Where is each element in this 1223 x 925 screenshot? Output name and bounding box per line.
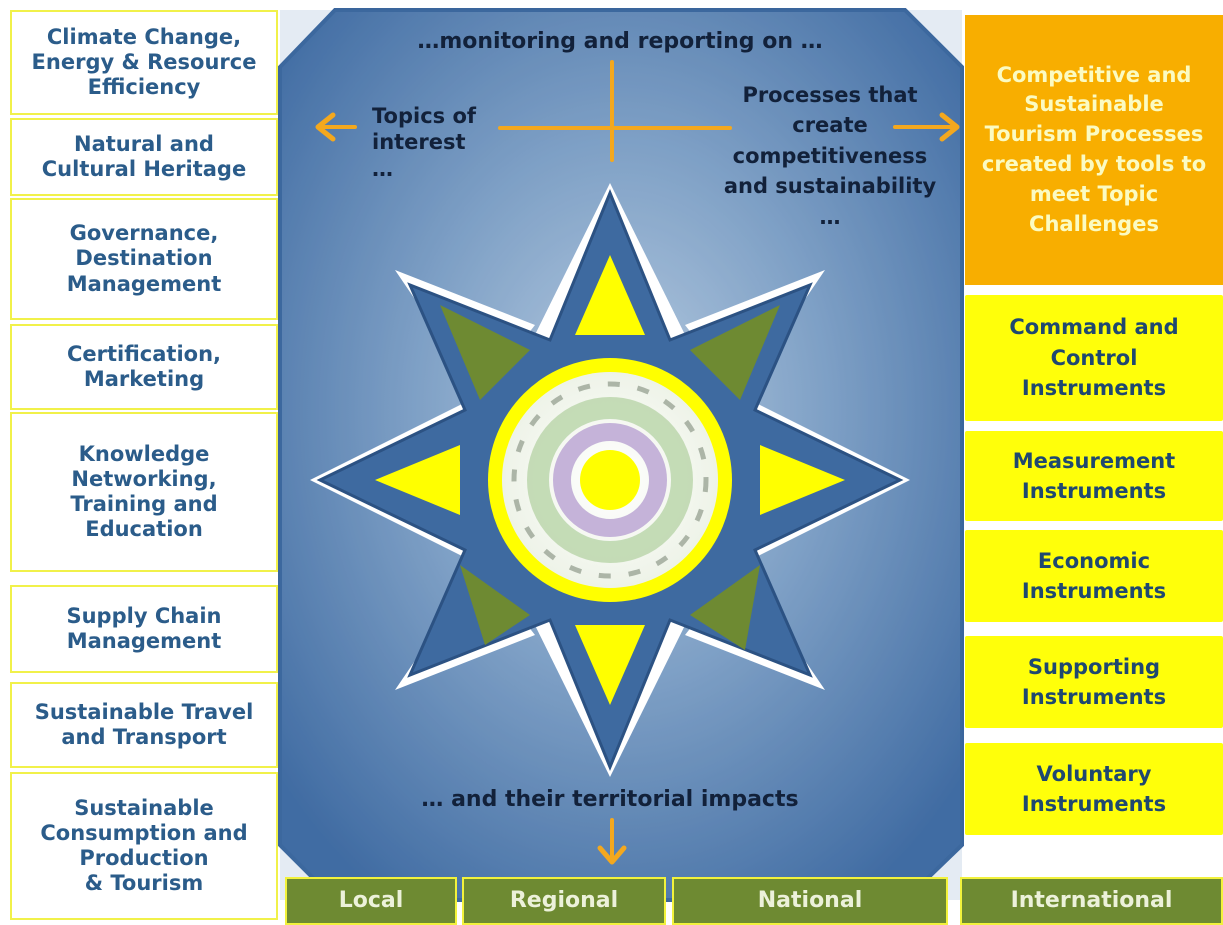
topic-natural-cultural-heritage: Natural and Cultural Heritage bbox=[10, 118, 278, 196]
instrument-voluntary: Voluntary Instruments bbox=[965, 743, 1223, 835]
processes-box: Competitive and Sustainable Tourism Proc… bbox=[965, 15, 1223, 285]
level-national: National bbox=[672, 877, 948, 925]
star-yellow-right bbox=[760, 445, 845, 515]
label-monitoring: …monitoring and reporting on … bbox=[417, 29, 823, 54]
center-ring-purple bbox=[553, 423, 667, 537]
topic-travel-transport: Sustainable Travel and Transport bbox=[10, 682, 278, 768]
topic-consumption-production: Sustainable Consumption and Production &… bbox=[10, 772, 278, 920]
star-yellow-bottom bbox=[575, 625, 645, 705]
topic-governance: Governance, Destination Management bbox=[10, 198, 278, 320]
instrument-measurement: Measurement Instruments bbox=[965, 431, 1223, 521]
label-processes: Processes that create competitiveness an… bbox=[723, 83, 937, 229]
level-international: International bbox=[960, 877, 1223, 925]
label-territorial-impacts: … and their territorial impacts bbox=[421, 787, 799, 812]
topic-supply-chain: Supply Chain Management bbox=[10, 585, 278, 673]
instrument-command-control: Command and Control Instruments bbox=[965, 295, 1223, 421]
star-green-tr bbox=[690, 305, 780, 400]
center-dot bbox=[580, 450, 640, 510]
topic-knowledge-networking: Knowledge Networking, Training and Educa… bbox=[10, 412, 278, 572]
star-yellow-left bbox=[375, 445, 460, 515]
center-ring-green bbox=[527, 397, 693, 563]
arrowhead-left bbox=[315, 112, 336, 142]
arrowhead-down bbox=[597, 845, 627, 865]
compass-star bbox=[310, 183, 910, 777]
star-yellow-top bbox=[575, 255, 645, 335]
star-green-tl bbox=[440, 305, 530, 400]
label-topics-of-interest: Topics of interest … bbox=[372, 104, 477, 181]
topic-climate-change: Climate Change, Energy & Resource Effici… bbox=[10, 10, 278, 115]
center-ring-dash bbox=[511, 381, 709, 579]
topic-certification-marketing: Certification, Marketing bbox=[10, 324, 278, 410]
arrowhead-right bbox=[939, 112, 960, 142]
instrument-supporting: Supporting Instruments bbox=[965, 636, 1223, 728]
star-green-br bbox=[690, 565, 760, 650]
star-green-bl bbox=[460, 565, 530, 645]
instrument-economic: Economic Instruments bbox=[965, 530, 1223, 622]
level-local: Local bbox=[285, 877, 457, 925]
level-regional: Regional bbox=[462, 877, 666, 925]
